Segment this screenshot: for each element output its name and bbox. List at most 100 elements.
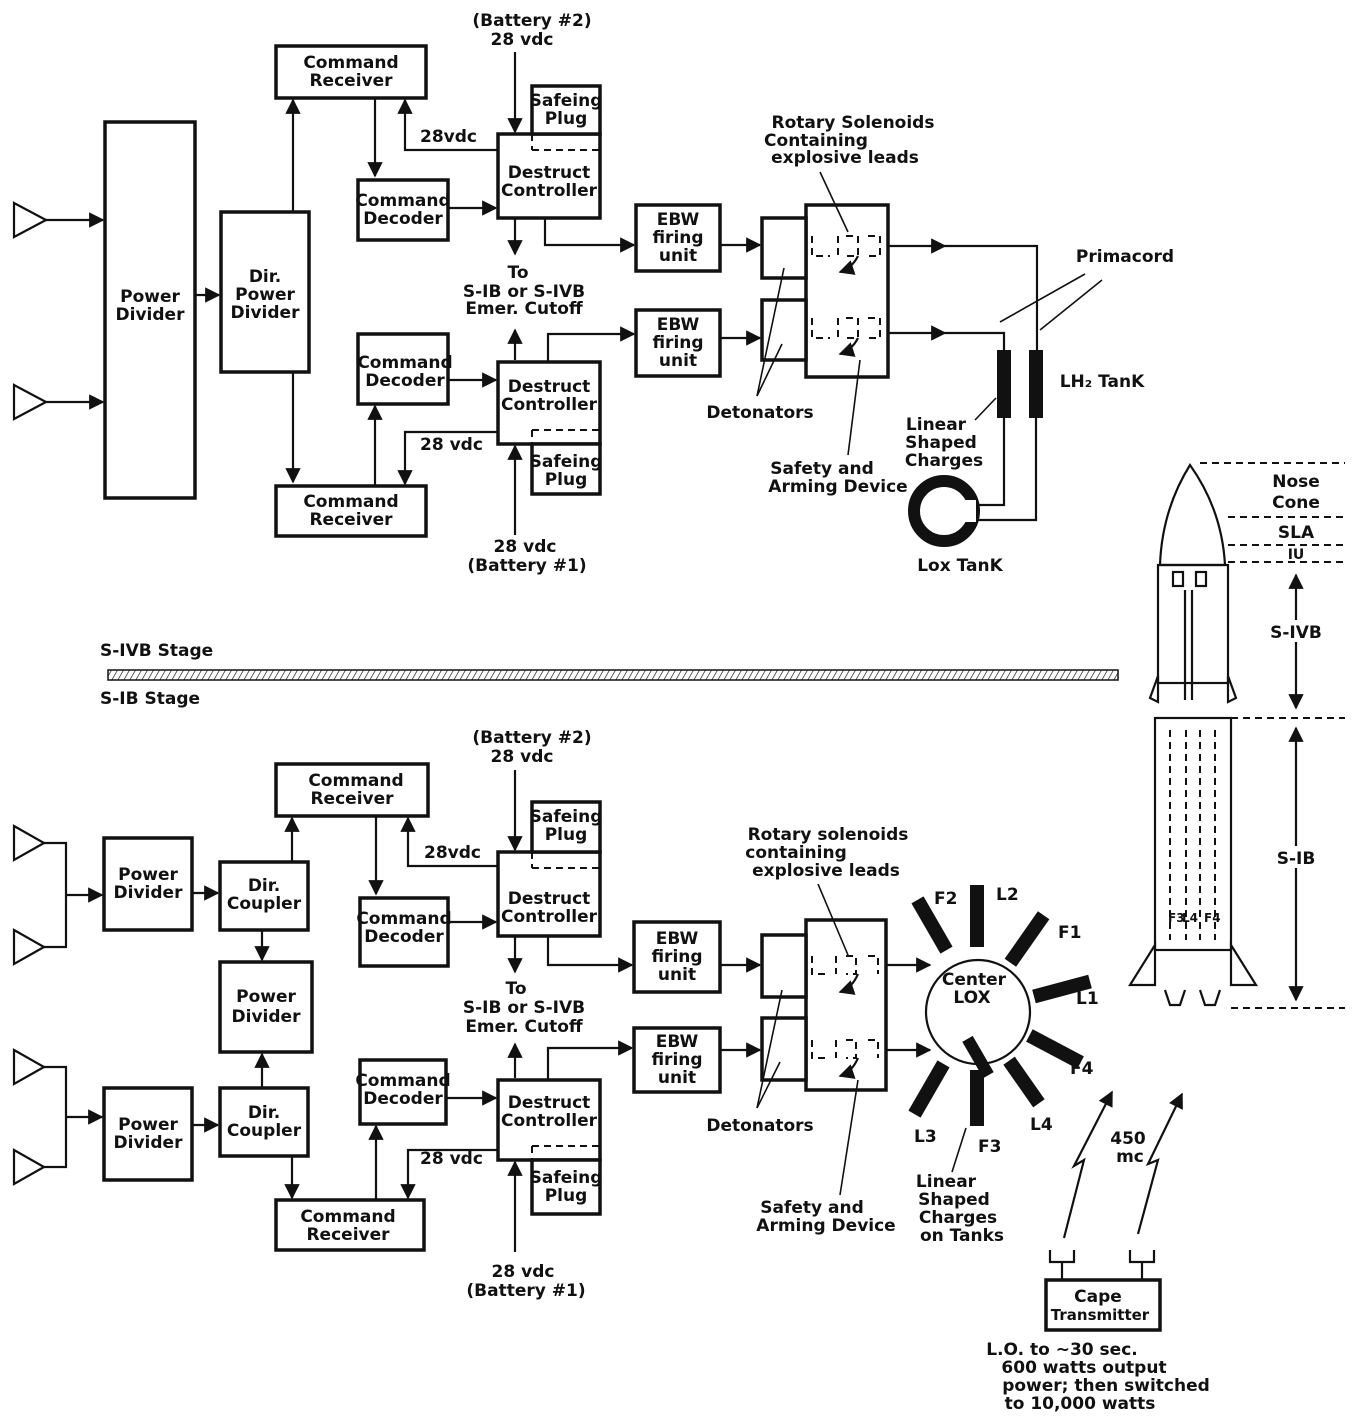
command-decoder-bottom-label-2: Decoder bbox=[363, 1089, 443, 1109]
safeing-plug-top-label-1: Safeing bbox=[530, 807, 603, 827]
command-decoder-top-label-2: Decoder bbox=[364, 927, 444, 947]
power-divider-mid-label-2: Divider bbox=[232, 1007, 302, 1027]
battery-1-bottom: (Battery #1) bbox=[467, 556, 586, 576]
sla-label: SLA bbox=[1278, 523, 1315, 543]
dir-coupler-2-label-1: Dir. bbox=[248, 1103, 280, 1123]
dir-power-divider-box: Dir. Power Divider bbox=[219, 210, 311, 374]
power-divider-label-2: Divider bbox=[116, 305, 186, 325]
lox-tank-label: Lox TanK bbox=[917, 556, 1003, 576]
s-ib-label: S-IB bbox=[1277, 849, 1316, 869]
center-lox-label-2: LOX bbox=[953, 988, 990, 1008]
detonators-label: Detonators bbox=[706, 1116, 813, 1136]
linear-shaped-label-1: Linear bbox=[916, 1172, 977, 1192]
transmitter-note-1: L.O. to ~30 sec. bbox=[986, 1340, 1137, 1360]
transmitter-note-3: power; then switched bbox=[1002, 1376, 1210, 1396]
dir-coupler-1: Dir. Coupler bbox=[218, 860, 310, 932]
safety-arming-device-top bbox=[760, 203, 890, 379]
destruct-controller-bottom-label-1: Destruct bbox=[508, 377, 591, 397]
antenna-icon bbox=[12, 824, 47, 862]
tank-label-f2: F2 bbox=[934, 889, 957, 909]
transmitter-note-4: to 10,000 watts bbox=[1005, 1394, 1156, 1414]
rotary-label-2: Containing bbox=[764, 131, 868, 151]
destruct-controller-top-label-2: Controller bbox=[501, 181, 598, 201]
dir-coupler-1-label-2: Coupler bbox=[227, 894, 302, 914]
power-divider-1: Power Divider bbox=[102, 836, 194, 932]
command-receiver-top-label-1: Command bbox=[303, 53, 398, 73]
to-cutoff-label-1: To bbox=[507, 263, 528, 283]
ebw-bottom-label-1: EBW bbox=[657, 315, 700, 335]
antenna-icon bbox=[12, 1148, 47, 1186]
ebw-bottom-label-1: EBW bbox=[656, 1032, 699, 1052]
ebw-bottom-label-3: unit bbox=[659, 351, 697, 371]
cape-transmitter-label-1: Cape bbox=[1074, 1287, 1122, 1307]
s-ib-stage-label: S-IB Stage bbox=[100, 689, 200, 709]
ebw-firing-unit-bottom: EBW firing unit bbox=[634, 308, 722, 378]
iu-label: IU bbox=[1288, 547, 1305, 563]
to-cutoff-label-3: Emer. Cutoff bbox=[465, 1017, 583, 1037]
destruct-controller-bottom: Destruct Controller Safeing Plug bbox=[496, 1078, 603, 1216]
destruct-controller-top-label-2: Controller bbox=[501, 907, 598, 927]
rotary-label-2: containing bbox=[745, 843, 847, 863]
power-divider-1-label-2: Divider bbox=[114, 883, 184, 903]
battery-1-bottom: (Battery #1) bbox=[466, 1281, 585, 1301]
to-cutoff-label-1: To bbox=[505, 979, 526, 999]
command-decoder-top: Command Decoder bbox=[356, 896, 452, 968]
freq-label-1: 450 bbox=[1110, 1129, 1146, 1149]
dir-power-divider-label-3: Divider bbox=[231, 303, 301, 323]
rocket-engine-label-f3: F3 bbox=[1168, 911, 1185, 925]
command-receiver-top-label-2: Receiver bbox=[309, 71, 393, 91]
lower-section: Power Divider Power Divider Dir. Coupler… bbox=[12, 728, 1210, 1414]
power-divider-2: Power Divider bbox=[102, 1086, 194, 1182]
rocket-engine-label-l4: L4 bbox=[1182, 911, 1198, 925]
destruct-controller-top-label-1: Destruct bbox=[508, 889, 591, 909]
tank-label-l3: L3 bbox=[914, 1127, 937, 1147]
command-decoder-bottom: Command Decoder bbox=[355, 1058, 451, 1126]
ebw-bottom-label-2: firing bbox=[652, 333, 703, 353]
command-decoder-bottom: Command Decoder bbox=[356, 332, 453, 406]
v28-top: 28 vdc bbox=[491, 747, 554, 767]
dir-coupler-2: Dir. Coupler bbox=[218, 1086, 310, 1158]
to-cutoff-label-2: S-IB or S-IVB bbox=[463, 998, 585, 1018]
command-receiver-top-label-1: Command bbox=[308, 771, 403, 791]
safety-arming-device-bottom bbox=[760, 918, 888, 1092]
command-decoder-bottom-label-1: Command bbox=[357, 353, 452, 373]
command-receiver-top: Command Receiver bbox=[274, 762, 430, 818]
antenna-icon bbox=[12, 201, 105, 239]
rotary-label-3: explosive leads bbox=[752, 861, 900, 881]
destruct-controller-bottom-label-2: Controller bbox=[501, 1111, 598, 1131]
tank-label-f3: F3 bbox=[978, 1137, 1001, 1157]
safeing-plug-top-label-2: Plug bbox=[545, 109, 588, 129]
s-ivb-stage-label: S-IVB Stage bbox=[100, 641, 213, 661]
tank-label-l2: L2 bbox=[996, 885, 1019, 905]
ebw-bottom-label-2: firing bbox=[651, 1050, 702, 1070]
power-divider-1-label-1: Power bbox=[118, 865, 178, 885]
cape-transmitter: Cape Transmitter bbox=[1044, 1250, 1162, 1332]
v28-top: 28 vdc bbox=[491, 30, 554, 50]
stage-separator: S-IVB Stage S-IB Stage bbox=[100, 641, 1119, 709]
ebw-top-label-3: unit bbox=[659, 246, 697, 266]
detonators-label: Detonators bbox=[706, 403, 813, 423]
command-decoder-top-label-1: Command bbox=[356, 909, 451, 929]
lh2-tank-label: LH₂ TanK bbox=[1060, 372, 1145, 392]
safeing-plug-bottom-label-1: Safeing bbox=[530, 1168, 603, 1188]
linear-shaped-label-2: Shaped bbox=[918, 1190, 990, 1210]
dir-power-divider-label-2: Power bbox=[235, 285, 295, 305]
dir-coupler-2-label-2: Coupler bbox=[227, 1121, 302, 1141]
linear-shaped-label-3: Charges bbox=[919, 1208, 997, 1228]
rotary-label-3: explosive leads bbox=[771, 148, 919, 168]
center-lox-tank: Center LOX bbox=[924, 958, 1032, 1066]
command-decoder-top-label-2: Decoder bbox=[363, 209, 443, 229]
safeing-plug-bottom-label-1: Safeing bbox=[530, 452, 603, 472]
destruct-controller-bottom: Destruct Controller Safeing Plug bbox=[496, 360, 603, 496]
v28-line-bottom: 28 vdc bbox=[420, 435, 483, 455]
linear-shaped-charge-1 bbox=[997, 350, 1011, 418]
destruct-controller-top: Safeing Plug Destruct Controller bbox=[496, 800, 603, 938]
safety-arming-label-2: Arming Device bbox=[756, 1216, 895, 1236]
rocket-engine-label-f4: F4 bbox=[1204, 911, 1221, 925]
command-receiver-top: Command Receiver bbox=[274, 44, 428, 100]
ebw-top-label-3: unit bbox=[658, 965, 696, 985]
safety-arming-label-1: Safety and bbox=[770, 459, 874, 479]
v28-bottom: 28 vdc bbox=[492, 1262, 555, 1282]
ebw-top-label-1: EBW bbox=[657, 210, 700, 230]
battery-2-top: (Battery #2) bbox=[472, 728, 591, 748]
